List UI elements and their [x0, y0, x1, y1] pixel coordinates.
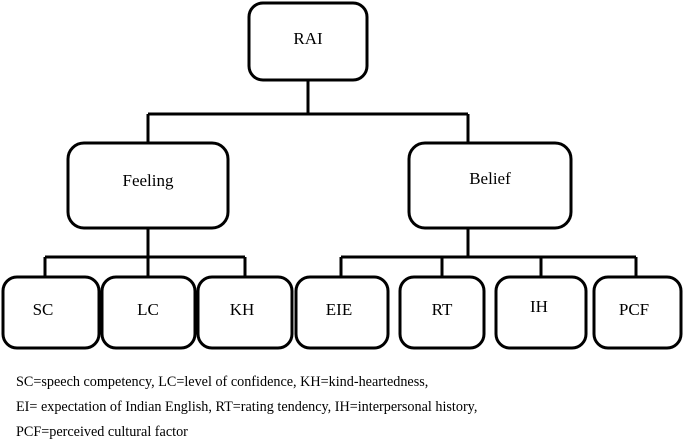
legend-line-1: SC=speech competency, LC=level of confid…: [16, 374, 429, 390]
node-rai-box: [247, 1, 369, 82]
node-rt: RT: [398, 275, 486, 350]
node-pcf-box: [592, 275, 683, 350]
node-lc-label: LC: [137, 300, 159, 319]
node-eie-box: [294, 275, 390, 350]
node-belief-box: [407, 141, 573, 230]
legend-line-3: PCF=perceived cultural factor: [16, 424, 188, 440]
node-lc-box: [100, 275, 197, 350]
node-belief: Belief: [407, 141, 573, 230]
node-rt-box: [398, 275, 486, 350]
node-ih-box: [494, 275, 588, 350]
node-lc: LC: [100, 275, 197, 350]
node-kh: KH: [196, 275, 294, 350]
node-rt-label: RT: [432, 300, 453, 319]
node-feeling-label: Feeling: [123, 171, 174, 190]
node-kh-label: KH: [230, 300, 255, 319]
root-connectors: [146, 80, 470, 143]
node-pcf-label: PCF: [619, 300, 649, 319]
node-sc-label: SC: [33, 300, 54, 319]
node-feeling: Feeling: [66, 141, 230, 230]
hierarchy-diagram: RAI Feeling Belief SC LC KH EIE RT IH PC…: [1, 1, 683, 350]
node-rai: RAI: [247, 1, 369, 82]
node-pcf: PCF: [592, 275, 683, 350]
node-ih-label: IH: [530, 297, 548, 316]
abbreviation-legend: SC=speech competency, LC=level of confid…: [16, 370, 676, 445]
node-sc: SC: [1, 275, 101, 350]
node-feeling-box: [66, 141, 230, 230]
node-eie-label: EIE: [326, 300, 352, 319]
node-sc-box: [1, 275, 101, 350]
node-kh-box: [196, 275, 294, 350]
feeling-connectors: [43, 228, 247, 277]
node-belief-label: Belief: [469, 169, 511, 188]
node-rai-label: RAI: [293, 29, 323, 48]
node-eie: EIE: [294, 275, 390, 350]
node-ih: IH: [494, 275, 588, 350]
belief-connectors: [339, 228, 638, 277]
legend-line-2: EI= expectation of Indian English, RT=ra…: [16, 399, 478, 415]
